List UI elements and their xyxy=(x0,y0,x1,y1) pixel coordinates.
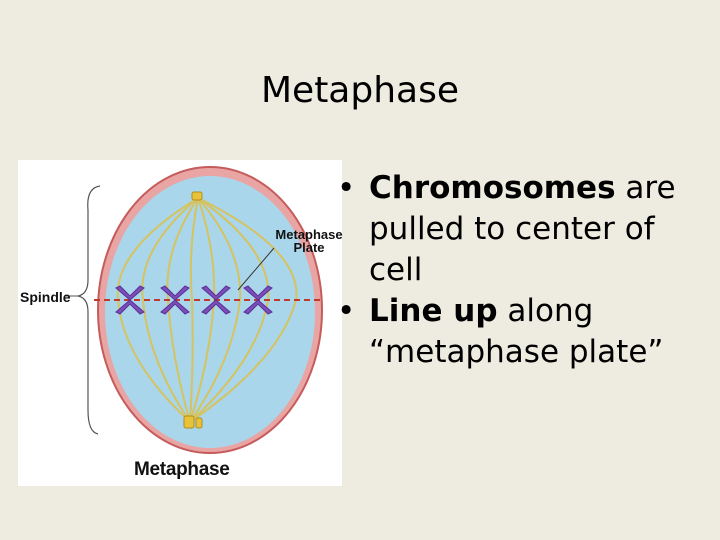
bullet-bold-text: Line up xyxy=(369,293,498,329)
metaphase-plate-label-line2: Plate xyxy=(293,240,325,255)
bullet-dot: • xyxy=(337,170,356,206)
cell-illustration xyxy=(66,166,324,454)
centriole-bottom xyxy=(183,415,203,429)
spindle-bracket xyxy=(77,185,101,435)
metaphase-diagram: Spindle Metaphase Plate Metaphase xyxy=(18,160,344,486)
spindle-label: Spindle xyxy=(20,289,71,305)
chromosome-2 xyxy=(160,285,190,315)
bullet-list: • Chromosomes are pulled to center of ce… xyxy=(335,168,715,373)
chromosomes xyxy=(115,285,273,315)
centriole-top xyxy=(191,191,203,201)
metaphase-plate-label: Metaphase Plate xyxy=(274,228,344,254)
chromosome-3 xyxy=(201,285,231,315)
slide-title-text: Metaphase xyxy=(260,70,460,111)
bullet-item: • Line up along “metaphase plate” xyxy=(335,291,715,373)
plate-pointer-line xyxy=(237,247,275,291)
bullet-item: • Chromosomes are pulled to center of ce… xyxy=(335,168,715,291)
chromosome-1 xyxy=(115,285,145,315)
figure-caption: Metaphase xyxy=(134,459,230,480)
bullet-text: along “metaphase plate” xyxy=(369,293,664,370)
chromosome-4 xyxy=(243,285,273,315)
metaphase-plate-label-line1: Metaphase xyxy=(275,227,343,242)
slide-title: Metaphase xyxy=(0,70,720,111)
bullet-dot: • xyxy=(337,293,356,329)
bullet-text: are pulled to center of cell xyxy=(369,170,676,288)
bullet-bold-text: Chromosomes xyxy=(369,170,616,206)
